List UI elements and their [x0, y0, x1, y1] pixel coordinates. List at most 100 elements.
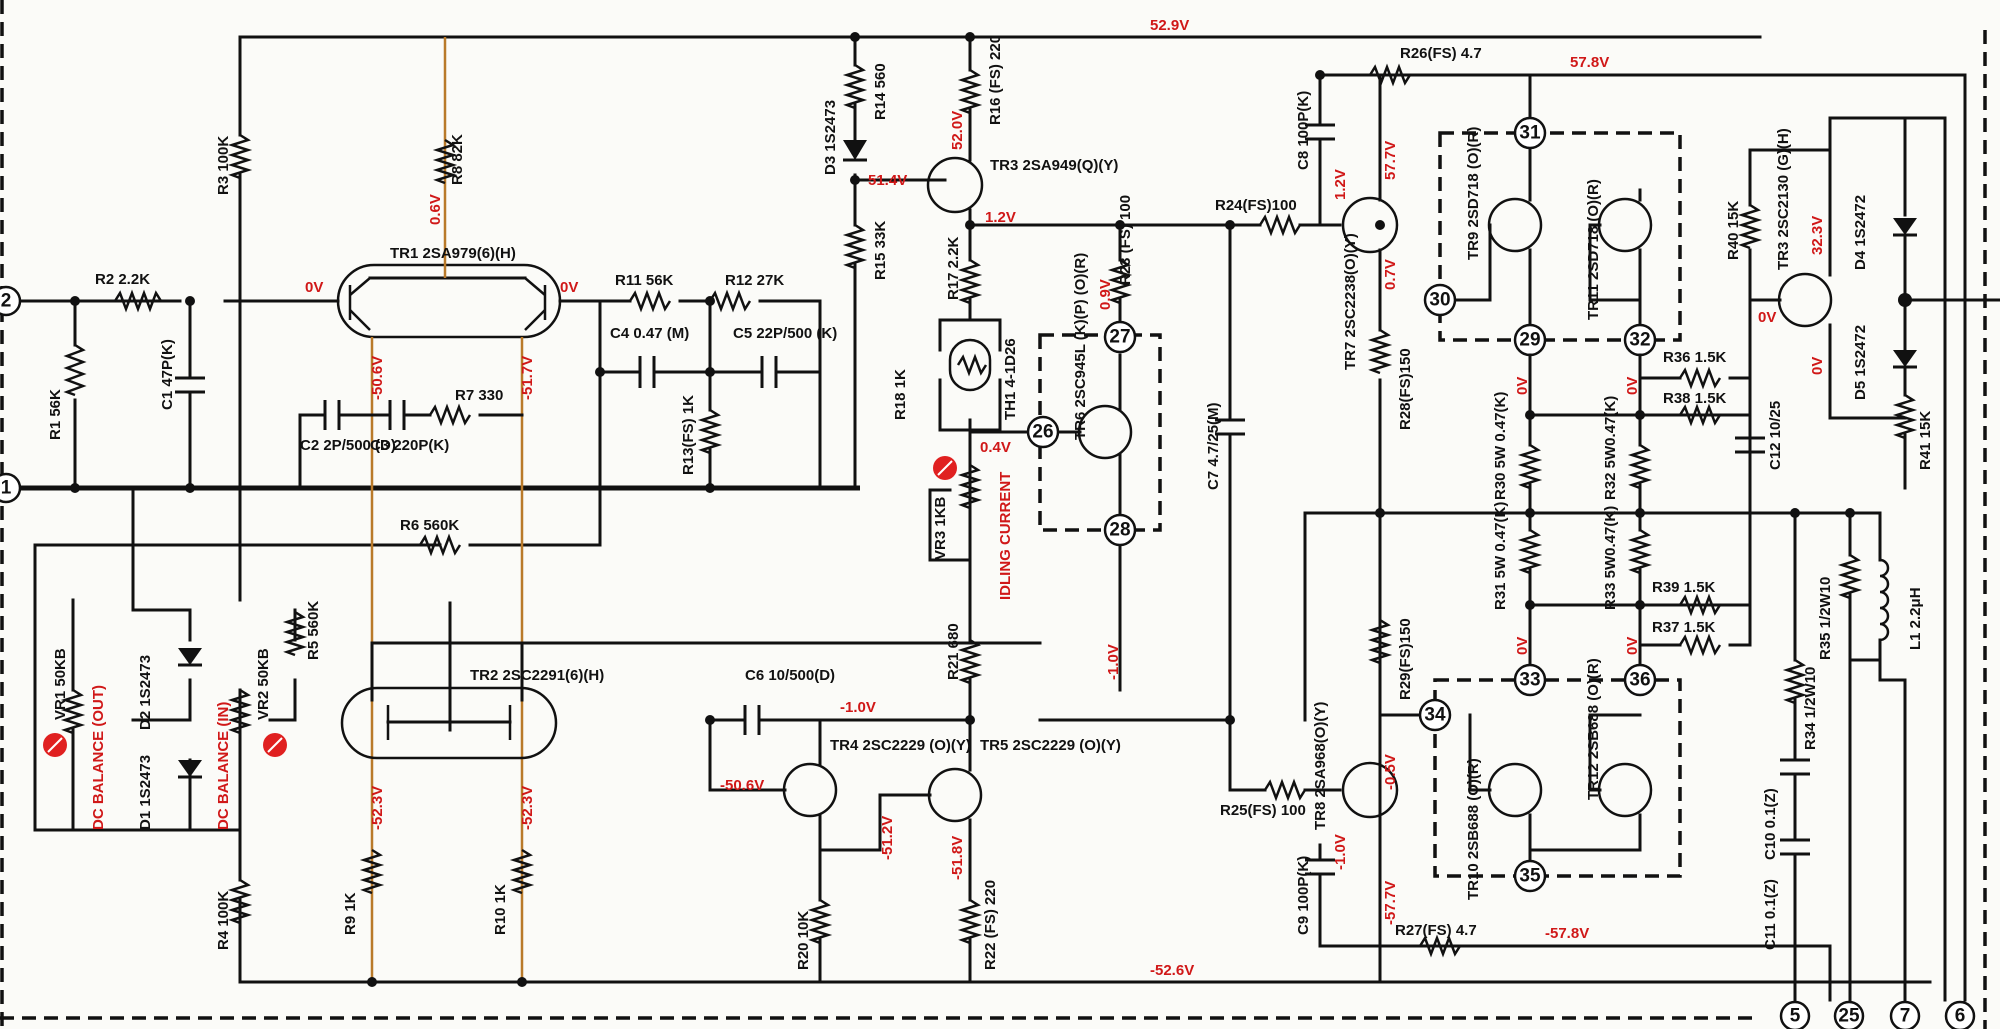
node-36: 36: [1623, 663, 1657, 697]
d3-node-voltage: 51.4V: [868, 172, 907, 189]
r29-label: R29(FS)150: [1397, 618, 1414, 700]
r36-label: R36 1.5K: [1663, 349, 1727, 366]
protection-circuit: R40 15K TR3 2SC2130 (G)(H) 32.3V 0V 0V D…: [1725, 116, 2000, 490]
c5-label: C5 22P/500 (K): [733, 325, 837, 342]
r26-label: R26(FS) 4.7: [1400, 45, 1482, 62]
d5-node-voltage: 0V: [1809, 357, 1826, 375]
r32-node-voltage: 0V: [1624, 377, 1641, 395]
dc-balance-out-label: DC BALANCE (OUT): [90, 685, 107, 830]
svg-text:5: 5: [1790, 1006, 1801, 1027]
lower-output-pair: 33 34 36 35 TR10 2SB688 (O)(R) TR12 2SB6…: [1378, 658, 1682, 900]
c1-label: C1 47P(K): [159, 339, 176, 410]
svg-text:34: 34: [1424, 705, 1446, 726]
top-rail-voltage: 52.9V: [1150, 17, 1189, 34]
tr4-b-voltage: -50.6V: [720, 777, 764, 794]
r5-label: R5 560K: [305, 601, 322, 660]
node-30: 30: [1423, 283, 1457, 317]
tr8-label: TR8 2SA968(O)(Y): [1312, 702, 1329, 830]
tr1-diff-pair: TR1 2SA979(6)(H) R8 82K R7 330 C2 2P/500…: [238, 37, 602, 980]
output-stage: R26(FS) 4.7 57.8V R24(FS)100 C8 100P(K) …: [1215, 45, 1832, 982]
r14-label: R14 560: [872, 63, 889, 120]
r1-label: R1 56K: [47, 389, 64, 440]
tr3a-label: TR3 2SA949(Q)(Y): [990, 157, 1118, 174]
svg-text:27: 27: [1109, 327, 1130, 348]
tr10-label: TR10 2SB688 (O)(R): [1465, 758, 1482, 900]
svg-text:33: 33: [1519, 670, 1540, 691]
r38-label: R38 1.5K: [1663, 390, 1727, 407]
vr3-label: VR3 1KB: [932, 496, 949, 560]
r37-label: R37 1.5K: [1652, 619, 1716, 636]
d4-label: D4 1S2472: [1852, 195, 1869, 270]
tr8-c-voltage: -57.7V: [1382, 881, 1399, 925]
d2-label: D2 1S2473: [137, 655, 154, 730]
terminal-1: 1: [0, 472, 22, 504]
r40-label: R40 15K: [1725, 201, 1742, 260]
svg-text:29: 29: [1519, 330, 1540, 351]
r9-label: R9 1K: [342, 892, 359, 935]
dc-balance-in-label: DC BALANCE (IN): [215, 702, 232, 830]
c2-label: C2 2P/500 (D): [300, 437, 396, 454]
r39-label: R39 1.5K: [1652, 579, 1716, 596]
node-34: 34: [1418, 698, 1452, 732]
tr3b-c-voltage: 32.3V: [1809, 216, 1826, 255]
bias-spreader: R17 2.2K R18 1K TH1 4-1D26 VR3 1KB IDLIN…: [892, 195, 1232, 692]
r11-label: R11 56K: [615, 272, 674, 289]
r18-label: R18 1K: [892, 369, 909, 420]
vr2-label: VR2 50KB: [255, 648, 272, 720]
r16-label: R16 (FS) 220: [987, 35, 1004, 125]
tr7-c-voltage: 57.7V: [1382, 141, 1399, 180]
tr9-label: TR9 2SD718 (O)(R): [1465, 127, 1482, 260]
svg-text:31: 31: [1519, 123, 1541, 144]
r12-label: R12 27K: [725, 272, 784, 289]
tr3-c-voltage: 1.2V: [985, 209, 1016, 226]
r23-label: R23 (FS) 100: [1117, 195, 1134, 285]
terminal-1-label: 1: [1, 478, 12, 499]
d1-label: D1 1S2473: [137, 755, 154, 830]
svg-text:35: 35: [1519, 866, 1541, 887]
r33-label: R33 5W0.47(K): [1602, 506, 1619, 610]
r15-label: R15 33K: [872, 221, 889, 280]
svg-text:32: 32: [1629, 330, 1650, 351]
r8-node-voltage: 0.6V: [427, 194, 444, 225]
tr7-label: TR7 2SC2238(O)(Y): [1342, 233, 1359, 370]
tr2-label: TR2 2SC2291(6)(H): [470, 667, 604, 684]
c6-label: C6 10/500(D): [745, 667, 835, 684]
r31-node-voltage: 0V: [1514, 637, 1531, 655]
tr6-node-voltage: -1.0V: [1105, 644, 1122, 680]
r3-label: R3 100K: [215, 136, 232, 195]
svg-text:28: 28: [1109, 520, 1130, 541]
r2-label: R2 2.2K: [95, 271, 150, 288]
dc-balance-section: VR1 50KB DC BALANCE (OUT) D2 1S2473 D1 1…: [33, 299, 602, 832]
c4-label: C4 0.47 (M): [610, 325, 689, 342]
r13-label: R13(FS) 1K: [680, 395, 697, 475]
node-32: 32: [1623, 323, 1657, 357]
c7-label: C7 4.7/25(M): [1205, 402, 1222, 490]
r10-label: R10 1K: [492, 884, 509, 935]
node-33: 33: [1513, 663, 1547, 697]
terminal-7: 7: [1889, 1000, 1921, 1029]
bottom-output-rail-voltage: -57.8V: [1545, 925, 1589, 942]
emitter-resistors: R30 5W 0.47(K) R32 5W0.47(K) R31 5W 0.47…: [1303, 349, 1852, 722]
r24-label: R24(FS)100: [1215, 197, 1297, 214]
tr1-c2-voltage: -51.7V: [519, 356, 536, 400]
node-26: 26: [1026, 415, 1060, 449]
r21-label: R21 680: [945, 623, 962, 680]
r31-label: R31 5W 0.47(K): [1492, 502, 1509, 610]
tr12-label: TR12 2SB688 (O)(R): [1585, 658, 1602, 800]
tr3b-b-voltage: 0V: [1758, 309, 1776, 326]
r20-label: R20 10K: [795, 911, 812, 970]
terminal-2-label: 2: [1, 291, 12, 312]
vas-stage: C6 10/500(D) -1.0V TR4 2SC2229 (O)(Y) TR…: [705, 518, 1121, 984]
tr1-e1-voltage: 0V: [305, 279, 323, 296]
r30-node-voltage: 0V: [1514, 377, 1531, 395]
tr3-driver: TR3 2SA949(Q)(Y) D3 1S2473 R14 560 R15 3…: [822, 32, 1118, 490]
tr5-e-voltage: -51.8V: [949, 836, 966, 880]
node-29: 29: [1513, 323, 1547, 357]
tr7-b-voltage: 1.2V: [1332, 169, 1349, 200]
tr3-e-voltage: 52.0V: [949, 111, 966, 150]
svg-text:7: 7: [1900, 1006, 1911, 1027]
bias-chain: R3 100K R4 100K: [215, 35, 253, 984]
tr1-e2-voltage: 0V: [560, 279, 578, 296]
c10-label: C10 0.1(Z): [1762, 788, 1779, 860]
